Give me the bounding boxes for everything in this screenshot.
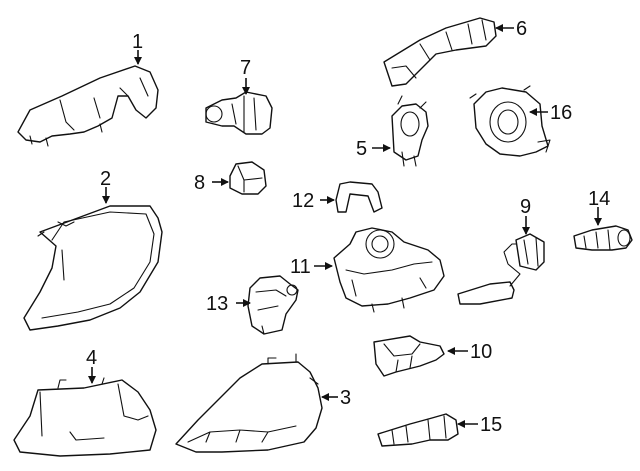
part-12-clip: 12 [292, 181, 383, 213]
part-2-lower-shroud: 2 [23, 168, 163, 331]
part-14-switch-plug: 14 [573, 188, 633, 251]
callout-14: 14 [588, 188, 610, 210]
callout-6: 6 [516, 18, 527, 40]
part-11-lock-housing: 11 [290, 227, 445, 313]
callout-11: 11 [290, 256, 311, 278]
part-6-signal-switch: 6 [383, 17, 527, 87]
part-3-lower-cover: 3 [175, 353, 351, 453]
callout-16: 16 [550, 102, 572, 124]
callout-15: 15 [480, 414, 502, 436]
part-8-switch: 8 [194, 161, 267, 195]
callout-5: 5 [356, 138, 367, 160]
part-4-trim-panel: 4 [13, 347, 157, 457]
part-1-upper-cover: 1 [17, 31, 159, 147]
callout-1: 1 [132, 31, 143, 53]
part-15-shaft: 15 [377, 413, 502, 447]
callout-13: 13 [206, 293, 228, 315]
part-16-clockspring: 16 [469, 85, 572, 157]
part-5-angle-sensor: 5 [356, 95, 429, 167]
callout-7: 7 [240, 57, 251, 79]
callout-9: 9 [520, 196, 531, 218]
part-10-bracket: 10 [373, 335, 492, 377]
callout-3: 3 [340, 387, 351, 409]
callout-2: 2 [100, 168, 111, 190]
callout-4: 4 [86, 347, 97, 369]
callout-10: 10 [470, 341, 492, 363]
part-13-sensor: 13 [206, 275, 299, 335]
callout-12: 12 [292, 190, 314, 212]
part-7-lock-cylinder: 7 [205, 57, 273, 135]
part-9-wire-harness: 9 [457, 196, 545, 305]
callout-8: 8 [194, 172, 205, 194]
